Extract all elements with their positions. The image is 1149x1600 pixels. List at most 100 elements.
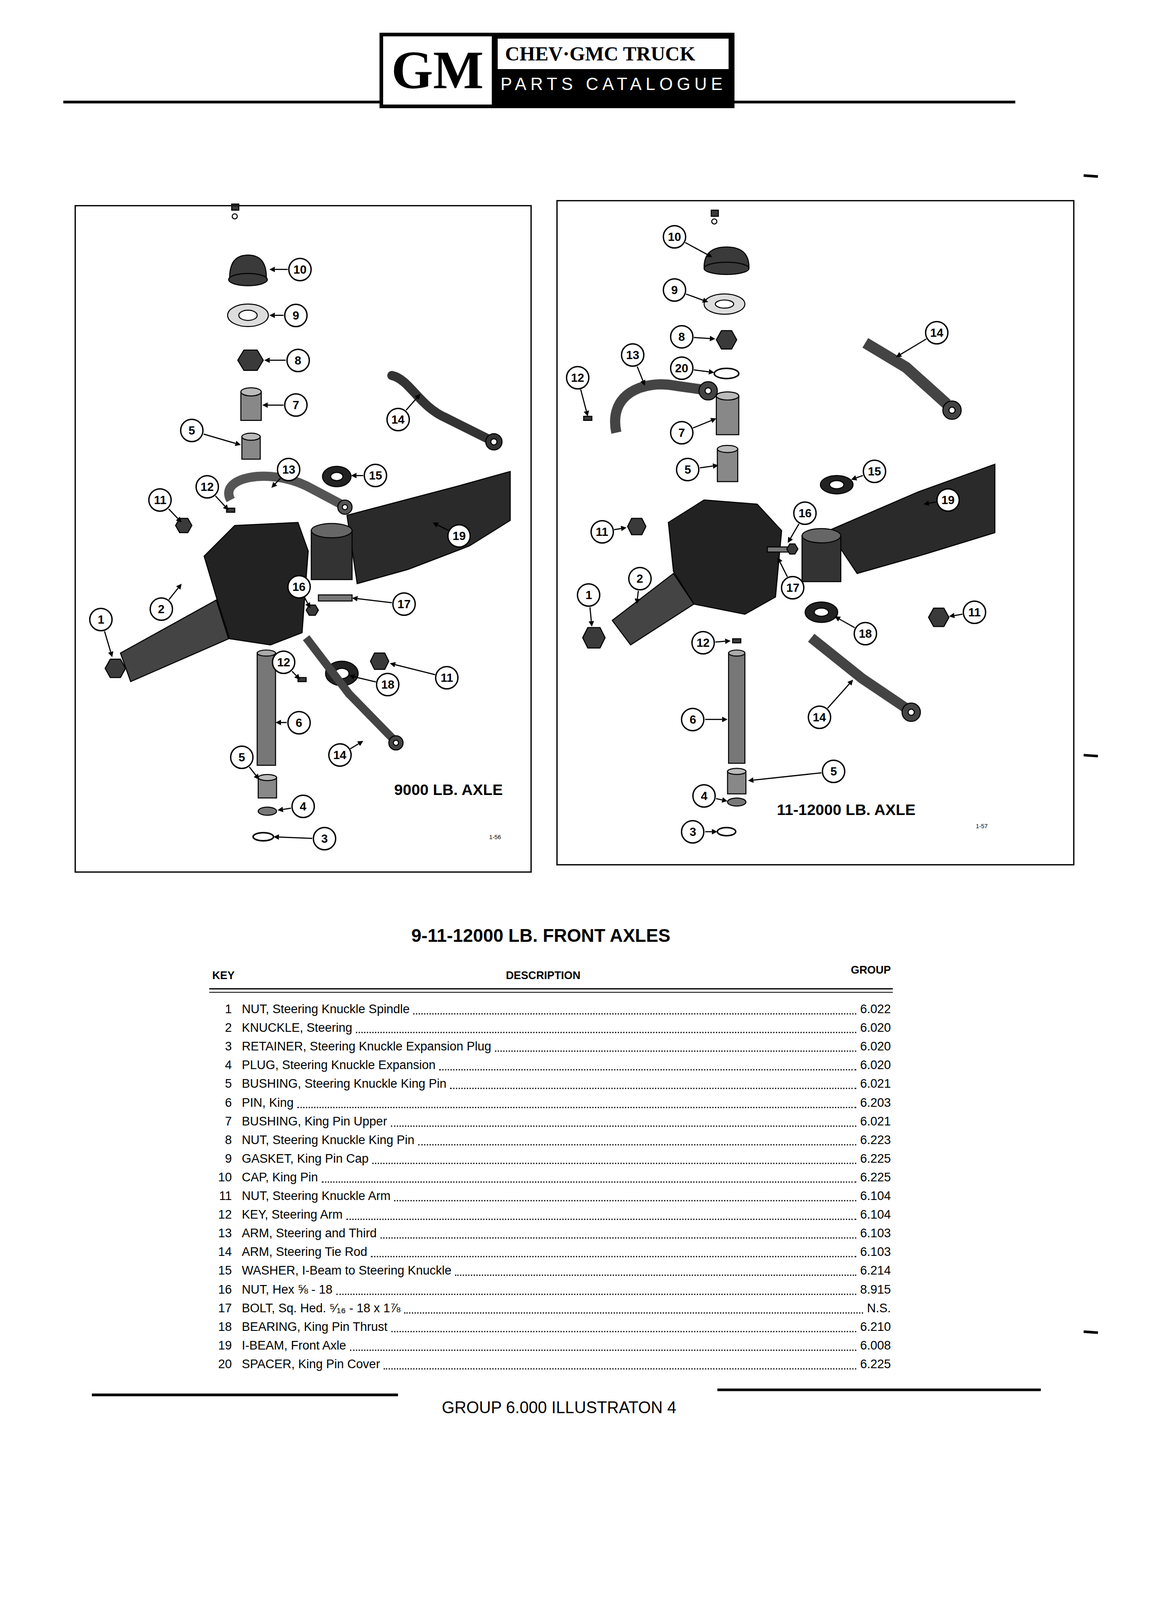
table-description: PLUG, Steering Knuckle Expansion xyxy=(241,1058,436,1073)
callout-text: 12 xyxy=(200,480,214,493)
rule-line-part xyxy=(209,991,893,993)
callout-number: 7 xyxy=(284,393,308,417)
callout-text: 11 xyxy=(968,606,981,619)
axle-9000-illustration-part xyxy=(337,499,352,515)
callout-number: 5 xyxy=(229,745,254,770)
leader-line xyxy=(580,389,587,412)
callout-number: 18 xyxy=(853,621,878,646)
callout-text: 18 xyxy=(381,678,395,691)
axle-9000-illustration-part xyxy=(238,309,257,320)
callout-text: 11 xyxy=(154,494,167,506)
axle-9000-illustration-part xyxy=(306,604,319,615)
axle-12000-illustration-part xyxy=(717,445,738,453)
axle-9000-illustration-part xyxy=(370,653,389,670)
axle-9000-illustration-part xyxy=(318,594,353,601)
table-key: 5 xyxy=(195,1076,232,1091)
table-key: 17 xyxy=(195,1301,232,1316)
table-group: 6.020 xyxy=(859,1058,891,1073)
axle-12000-illustration-part xyxy=(717,449,738,482)
dot-leader xyxy=(394,1199,857,1202)
axle-12000-illustration-part xyxy=(908,709,915,715)
callout-number: 8 xyxy=(669,324,694,349)
axle-12000-illustration-part xyxy=(727,798,746,807)
leader-line xyxy=(283,808,292,810)
callout-number: 9 xyxy=(662,278,687,302)
dot-leader xyxy=(297,1106,857,1109)
catalogue-header: GMCHEV·GMC TRUCKPARTS CATALOGUE xyxy=(379,32,735,109)
leader-line xyxy=(693,420,712,429)
axle-12000-illustration-part xyxy=(716,391,739,400)
leader-line xyxy=(716,798,723,800)
dot-leader xyxy=(391,1330,857,1333)
leader-line xyxy=(350,743,359,749)
axle-12000-illustration-part xyxy=(828,464,995,574)
axle-12000-illustration-part xyxy=(814,608,829,617)
leader-arrowhead xyxy=(847,679,853,686)
leader-line xyxy=(203,434,236,444)
table-group: 6.225 xyxy=(859,1151,891,1166)
axle-12000-illustration-part xyxy=(711,219,717,225)
callout-number: 16 xyxy=(793,501,817,525)
callout-text: 1 xyxy=(585,589,592,601)
leader-arrowhead xyxy=(850,475,857,481)
leader-arrowhead xyxy=(234,440,241,447)
logo-text: GM xyxy=(380,34,495,107)
axle-12000-illustration-part xyxy=(716,330,737,349)
table-group: 6.020 xyxy=(859,1039,891,1054)
dot-leader xyxy=(494,1050,857,1052)
table-description: BUSHING, Steering Knuckle King Pin xyxy=(241,1076,447,1091)
table-description: KNUCKLE, Steering xyxy=(241,1020,353,1035)
axle-9000-illustration-part xyxy=(228,273,268,286)
table-group: 6.214 xyxy=(859,1263,891,1278)
dot-leader xyxy=(383,1368,857,1370)
axle-9000-illustration-part xyxy=(330,472,343,481)
callout-number: 8 xyxy=(286,348,310,373)
leader-arrowhead xyxy=(748,777,755,783)
leader-arrowhead xyxy=(275,719,281,726)
axle-9000-illustration-part xyxy=(104,659,126,678)
axle-9000-illustration-part xyxy=(342,504,348,510)
table-description: SPACER, King Pin Cover xyxy=(241,1357,380,1372)
axle-label: 11-12000 LB. AXLE xyxy=(775,800,917,819)
axle-12000-illustration-part xyxy=(612,573,695,645)
leader-line xyxy=(589,607,592,622)
leader-arrowhead xyxy=(108,651,114,658)
callout-text: 5 xyxy=(238,751,245,764)
axle-9000-illustration-part xyxy=(227,304,269,327)
leader-arrowhead xyxy=(709,335,715,342)
leader-arrowhead xyxy=(357,740,364,746)
table-group: 6.104 xyxy=(859,1207,891,1222)
table-key: 13 xyxy=(195,1226,232,1241)
callout-number: 11 xyxy=(590,519,615,544)
axle-9000-illustration-part xyxy=(485,433,503,450)
table-header: KEY xyxy=(212,969,235,982)
callout-number: 1 xyxy=(576,583,601,607)
table-description: NUT, Steering Knuckle King Pin xyxy=(241,1133,415,1148)
leader-arrowhead xyxy=(273,834,280,840)
leader-arrowhead xyxy=(349,674,355,680)
table-group: 8.915 xyxy=(859,1282,891,1297)
leader-line xyxy=(280,721,287,724)
margin-mark-part xyxy=(1083,1331,1098,1333)
leader-arrowhead xyxy=(895,351,902,357)
leader-line xyxy=(704,831,712,833)
table-description: ARM, Steering and Third xyxy=(241,1226,377,1241)
table-description: WASHER, I-Beam to Steering Knuckle xyxy=(241,1263,452,1278)
table-key: 7 xyxy=(195,1114,232,1129)
axle-12000-illustration-part xyxy=(699,381,718,400)
table-description: KEY, Steering Arm xyxy=(241,1207,343,1222)
leader-line xyxy=(354,676,376,682)
dot-leader xyxy=(380,1237,857,1239)
axle-12000-illustration-part xyxy=(811,637,907,709)
leader-line xyxy=(704,719,722,721)
dot-leader xyxy=(439,1069,857,1071)
callout-text: 3 xyxy=(321,832,328,845)
leader-arrowhead xyxy=(389,661,396,668)
callout-text: 4 xyxy=(299,800,307,813)
callout-text: 7 xyxy=(678,426,685,439)
callout-number: 5 xyxy=(675,457,700,482)
leader-line xyxy=(856,475,864,478)
axle-12000-illustration-part xyxy=(949,407,955,414)
axle-12000-illustration-part xyxy=(820,475,854,494)
callout-text: 2 xyxy=(157,603,165,615)
